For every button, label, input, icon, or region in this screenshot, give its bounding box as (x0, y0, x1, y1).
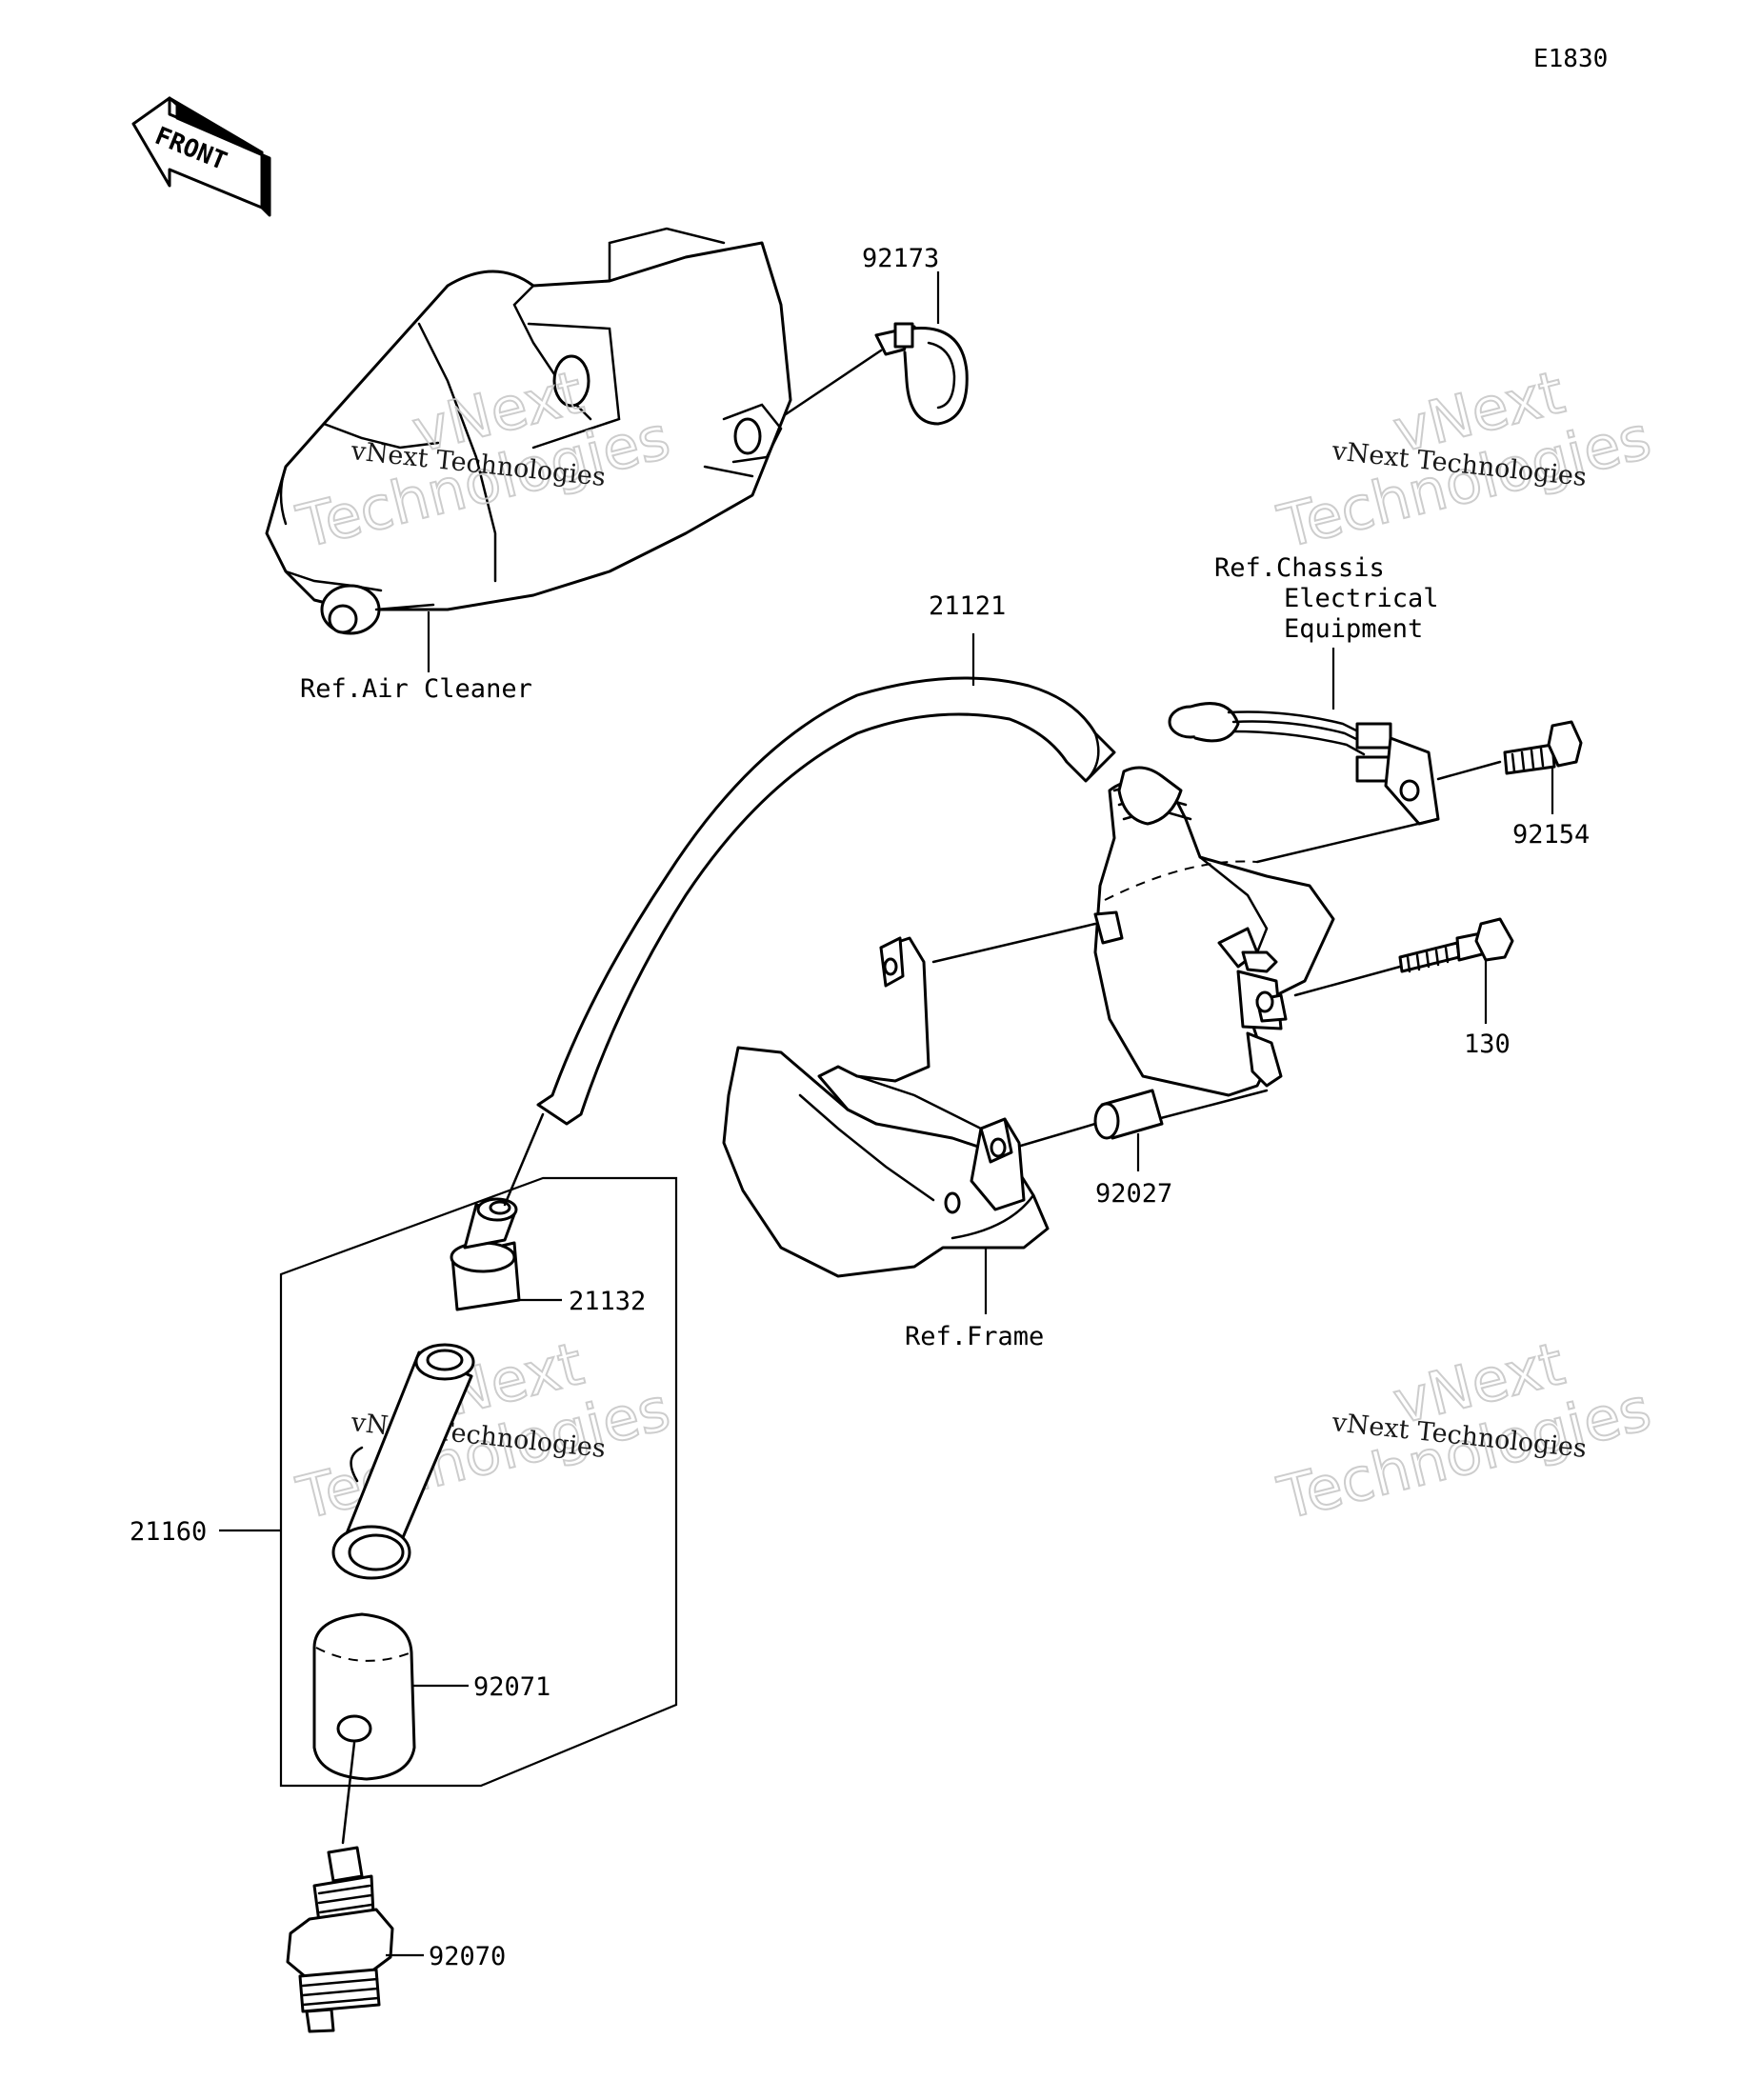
part-21132-label: 21132 (569, 1287, 646, 1316)
part-21121-label: 21121 (929, 591, 1006, 621)
assembly-bracket-21160 (279, 1176, 678, 1788)
spark-plug-92070 (286, 1846, 394, 2033)
plug-boot-92071 (312, 1612, 416, 1781)
clamp-92173 (874, 322, 969, 426)
ref-chassis-label-2: Electrical (1284, 584, 1439, 613)
air-cleaner-housing (265, 227, 792, 635)
part-92173-label: 92173 (862, 244, 939, 273)
bolt-92154 (1503, 720, 1583, 775)
watermark-top-right: vNext Technologies vNext Technologies (1271, 356, 1658, 563)
part-92154-label: 92154 (1512, 820, 1590, 850)
ignition-coil (1093, 766, 1335, 1097)
part-92070-label: 92070 (429, 1942, 506, 1971)
front-arrow-icon: FRONT (131, 96, 271, 217)
plug-cap-21132 (450, 1197, 521, 1311)
part-21160-label: 21160 (130, 1517, 207, 1547)
watermark-bottom-right: vNext Technologies vNext Technologies (1271, 1328, 1658, 1534)
ignition-coil-lead-21121 (536, 676, 1116, 1126)
part-92071-label: 92071 (473, 1672, 550, 1702)
ref-air-cleaner-label: Ref.Air Cleaner (300, 674, 532, 704)
bolt-130 (1398, 917, 1514, 973)
wire-harness-connector (1168, 702, 1440, 826)
diagram-code: E1830 (1533, 45, 1608, 73)
part-130-label: 130 (1464, 1030, 1511, 1059)
part-92027-label: 92027 (1095, 1179, 1172, 1209)
watermark-bottom-left: vNext Technologies vNext Technologies (290, 1328, 677, 1534)
ref-chassis-label-1: Ref.Chassis (1214, 553, 1385, 583)
ref-chassis-label-3: Equipment (1284, 614, 1423, 644)
frame-bracket (722, 936, 1050, 1278)
cap-spring-tube (331, 1343, 475, 1580)
collar-92027 (1093, 1089, 1164, 1140)
ref-frame-label: Ref.Frame (905, 1322, 1044, 1351)
